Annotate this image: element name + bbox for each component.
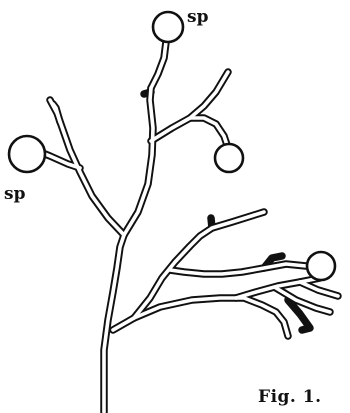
branch-outlines <box>40 42 338 412</box>
sporangium-left <box>9 136 45 172</box>
sporangium-top <box>153 12 183 42</box>
figure-caption: Fig. 1. <box>258 389 322 406</box>
sporangium-right <box>307 252 335 280</box>
branch-interiors <box>40 42 338 412</box>
sporangium-middle <box>215 144 243 172</box>
sporangium-label-top: sp <box>187 9 208 26</box>
sporangium-label-left: sp <box>4 186 25 203</box>
